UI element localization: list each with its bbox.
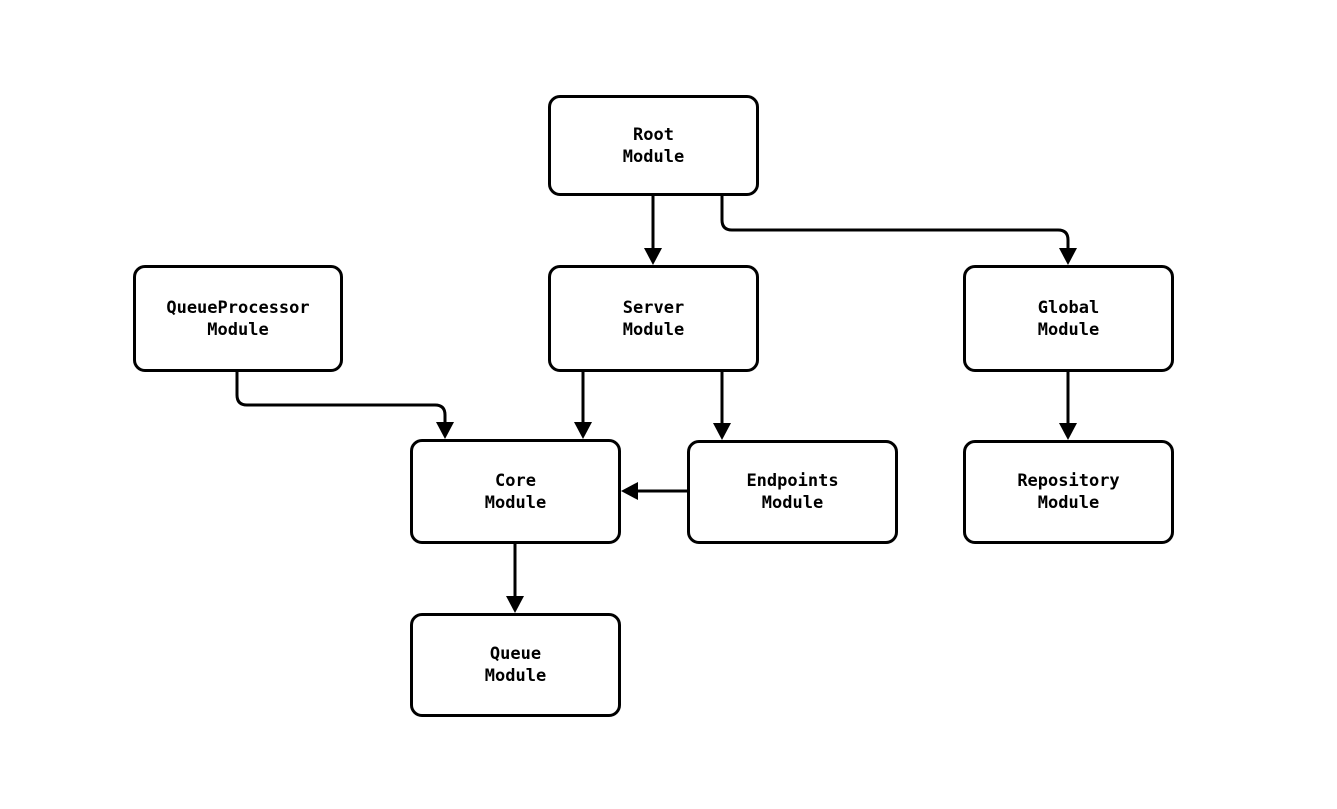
edge-queueprocessor-to-core xyxy=(235,372,454,439)
edge-server-to-core-arrowhead-icon xyxy=(574,422,592,439)
core-module-node-label-line1: Core xyxy=(495,470,536,491)
repository-module-node-label-line2: Module xyxy=(1037,493,1100,513)
queue-module-node-label-line1: Queue xyxy=(489,644,542,664)
edge-server-to-endpoints xyxy=(713,372,731,440)
edge-core-to-queue xyxy=(506,544,524,613)
core-module-node-label-line2: Module xyxy=(484,492,547,513)
server-module-node-label-line1: Server xyxy=(622,297,685,318)
edge-global-to-repository-arrowhead-icon xyxy=(1059,423,1077,440)
edge-root-to-global-line xyxy=(720,196,1070,258)
server-module-node-label-line2: Module xyxy=(622,319,685,340)
root-module-node-label-line2: Module xyxy=(622,146,685,167)
edge-global-to-repository xyxy=(1059,372,1077,440)
endpoints-module-node-label-line1: Endpoints xyxy=(746,471,839,491)
queue-module-node-label-line2: Module xyxy=(484,666,547,686)
edge-queueprocessor-to-core-line xyxy=(235,372,447,432)
repository-module-node-label-line1: Repository xyxy=(1017,471,1120,491)
edge-endpoints-to-core-arrowhead-icon xyxy=(621,482,638,500)
edge-root-to-global-arrowhead-icon xyxy=(1059,248,1077,265)
edge-root-to-server-arrowhead-icon xyxy=(644,248,662,265)
edge-root-to-global xyxy=(720,196,1077,265)
endpoints-module-node-label-line2: Module xyxy=(761,493,824,513)
global-module-node-label-line1: Global xyxy=(1037,297,1100,318)
queueprocessor-module-node-label-line2: Module xyxy=(207,319,269,340)
global-module-node-label-line2: Module xyxy=(1037,319,1100,340)
edge-server-to-endpoints-arrowhead-icon xyxy=(713,423,731,440)
edge-root-to-server xyxy=(644,196,662,265)
edge-server-to-core xyxy=(574,372,592,439)
edge-endpoints-to-core xyxy=(621,482,687,500)
edge-core-to-queue-arrowhead-icon xyxy=(506,596,524,613)
queueprocessor-module-node-label-line1: QueueProcessor xyxy=(166,297,310,318)
edge-queueprocessor-to-core-arrowhead-icon xyxy=(436,422,454,439)
root-module-node-label-line1: Root xyxy=(633,124,674,145)
